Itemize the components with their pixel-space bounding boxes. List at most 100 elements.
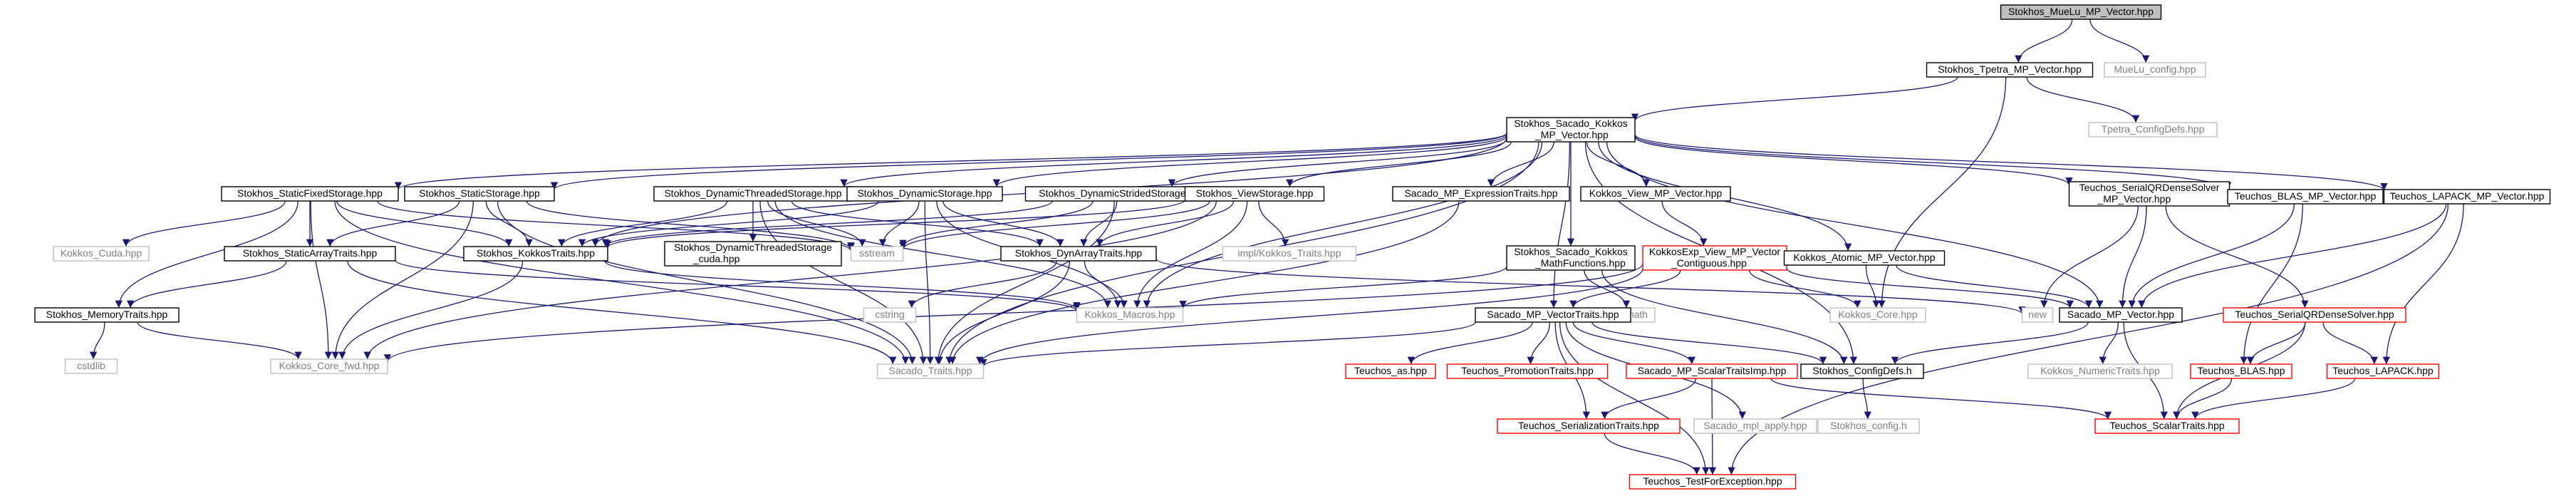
- graph-node[interactable]: Teuchos_LAPACK.hpp: [2326, 363, 2440, 379]
- graph-node[interactable]: Sacado_MP_Vector.hpp: [2059, 307, 2183, 323]
- graph-node: sstream: [850, 246, 904, 262]
- node-box: [224, 246, 396, 262]
- dependency-edge: [326, 200, 460, 247]
- dependency-edge: [1634, 136, 2073, 185]
- graph-node[interactable]: Stokhos_DynamicThreadedStorage.hpp: [653, 186, 853, 202]
- dependency-edge: [791, 200, 1044, 247]
- node-box: [1629, 474, 1797, 490]
- node-label: Teuchos_SerialQRDenseSolver: [2079, 182, 2220, 193]
- dependency-edge: [1286, 141, 1512, 187]
- node-label: Teuchos_TestForException.hpp: [1643, 475, 1782, 487]
- node-label: Kokkos_NumericTraits.hpp: [2040, 365, 2160, 376]
- graph-node[interactable]: Teuchos_SerialQRDenseSolver.hpp: [2223, 307, 2406, 323]
- node-box: [1184, 186, 1325, 202]
- graph-node[interactable]: Teuchos_ScalarTraits.hpp: [2094, 418, 2240, 434]
- graph-node: new: [2021, 307, 2054, 323]
- node-label: Teuchos_BLAS_MP_Vector.hpp: [2235, 190, 2377, 202]
- graph-node[interactable]: Stokhos_DynamicStorage.hpp: [846, 186, 1003, 202]
- graph-node[interactable]: Sacado_MP_ScalarTraitsImp.hpp: [1626, 363, 1798, 379]
- node-box: [2000, 4, 2162, 20]
- dependency-edge: [2026, 76, 2140, 123]
- graph-node[interactable]: Stokhos_KokkosTraits.hpp: [463, 246, 608, 262]
- dependency-edge: [363, 200, 1217, 360]
- node-label: Stokhos_StaticStorage.hpp: [419, 187, 540, 199]
- node-box: [1446, 363, 1609, 379]
- graph-node: Kokkos_Macros.hpp: [1076, 307, 1184, 323]
- graph-node[interactable]: Stokhos_StaticArrayTraits.hpp: [224, 246, 396, 262]
- graph-node[interactable]: Stokhos_MueLu_MP_Vector.hpp: [2000, 4, 2162, 20]
- dependency-edge: [1591, 321, 1827, 365]
- node-label: cstdlib: [77, 360, 105, 371]
- dependency-edge: [2382, 203, 2464, 365]
- node-label: Teuchos_LAPACK_MP_Vector.hpp: [2390, 190, 2545, 202]
- node-label: Stokhos_MemoryTraits.hpp: [46, 309, 168, 320]
- graph-node[interactable]: Teuchos_SerializationTraits.hpp: [1497, 418, 1681, 434]
- graph-node[interactable]: Stokhos_Sacado_Kokkos_MathFunctions.hpp: [1506, 245, 1636, 271]
- node-box: [270, 358, 388, 374]
- graph-node[interactable]: Sacado_MP_VectorTraits.hpp: [1475, 307, 1631, 323]
- node-box: [1497, 418, 1681, 434]
- dependency-edge: [347, 260, 897, 365]
- graph-node[interactable]: Kokkos_Atomic_MP_Vector.hpp: [1783, 250, 1946, 266]
- graph-node[interactable]: Stokhos_DynArrayTraits.hpp: [1000, 246, 1157, 262]
- graph-node[interactable]: Stokhos_StaticFixedStorage.hpp: [221, 186, 399, 202]
- graph-node[interactable]: Stokhos_StaticStorage.hpp: [404, 186, 555, 202]
- dependency-edge: [127, 260, 287, 309]
- graph-node[interactable]: Stokhos_ViewStorage.hpp: [1184, 186, 1325, 202]
- graph-node[interactable]: Stokhos_Sacado_Kokkos_MP_Vector.hpp: [1506, 117, 1636, 143]
- dependency-edge: [2040, 205, 2139, 309]
- graph-node[interactable]: Teuchos_SerialQRDenseSolver_MP_Vector.hp…: [2068, 181, 2230, 207]
- node-label: sstream: [859, 247, 895, 259]
- dependency-edge: [1786, 267, 2074, 309]
- graph-node[interactable]: Kokkos_View_MP_Vector.hpp: [1580, 186, 1731, 202]
- graph-node[interactable]: Stokhos_MemoryTraits.hpp: [34, 307, 180, 323]
- node-box: [1475, 307, 1631, 323]
- node-label: Kokkos_Core.hpp: [1838, 309, 1918, 320]
- graph-node: Sacado_mpl_apply.hpp: [1693, 418, 1817, 434]
- dependency-edge: [2246, 321, 2306, 365]
- graph-node[interactable]: Teuchos_BLAS.hpp: [2190, 363, 2292, 379]
- dependency-edge: [2119, 205, 2147, 309]
- graph-node[interactable]: Teuchos_as.hpp: [1345, 363, 1436, 379]
- node-box: [664, 241, 842, 267]
- dependency-edge: [1878, 76, 2007, 309]
- graph-node[interactable]: Teuchos_TestForException.hpp: [1629, 474, 1797, 490]
- graph-node[interactable]: KokkosExp_View_MP_Vector_Contiguous.hpp: [1642, 245, 1787, 271]
- node-label: _cuda.hpp: [692, 253, 740, 264]
- graph-node[interactable]: Stokhos_ConfigDefs.h: [1800, 363, 1924, 379]
- node-label: Stokhos_DynamicThreadedStorage: [674, 242, 832, 253]
- dependency-edge: [2165, 205, 2309, 309]
- dependency-edge: [1770, 378, 2112, 420]
- dependency-edge: [1143, 141, 1543, 309]
- dependency-edge: [1549, 141, 1571, 309]
- dependency-edge: [601, 200, 1053, 247]
- node-label: Stokhos_KokkosTraits.hpp: [477, 247, 595, 259]
- dependency-edge: [1168, 138, 1507, 187]
- dependency-edge: [2128, 203, 2295, 309]
- node-label: Stokhos_ConfigDefs.h: [1812, 365, 1911, 376]
- graph-node[interactable]: Teuchos_PromotionTraits.hpp: [1446, 363, 1609, 379]
- node-box: [221, 186, 399, 202]
- dependency-edge: [899, 200, 1210, 250]
- node-box: [463, 246, 608, 262]
- node-label: Stokhos_Sacado_Kokkos: [1514, 246, 1628, 257]
- graph-node: MueLu_config.hpp: [2104, 62, 2206, 78]
- graph-node[interactable]: Stokhos_DynamicThreadedStorage_cuda.hpp: [664, 241, 842, 267]
- graph-node[interactable]: Stokhos_Tpetra_MP_Vector.hpp: [1926, 62, 2094, 78]
- node-box: [2027, 363, 2173, 379]
- graph-node[interactable]: Teuchos_LAPACK_MP_Vector.hpp: [2383, 189, 2551, 205]
- node-label: Kokkos_Cuda.hpp: [61, 247, 142, 259]
- node-label: Sacado_Traits.hpp: [889, 365, 972, 376]
- node-box: [1693, 418, 1817, 434]
- node-label: Teuchos_as.hpp: [1354, 365, 1427, 376]
- edge-layer: [89, 19, 2464, 475]
- node-box: [2059, 307, 2183, 323]
- graph-node[interactable]: Teuchos_BLAS_MP_Vector.hpp: [2227, 189, 2384, 205]
- dependency-edge: [840, 134, 1507, 187]
- dependency-edge: [2089, 19, 2150, 63]
- node-label: Stokhos_DynamicThreadedStorage.hpp: [664, 187, 841, 199]
- graph-node[interactable]: Stokhos_DynamicStridedStorage.hpp: [1024, 186, 1220, 202]
- graph-node[interactable]: Sacado_MP_ExpressionTraits.hpp: [1392, 186, 1570, 202]
- dependency-edge: [604, 260, 1081, 310]
